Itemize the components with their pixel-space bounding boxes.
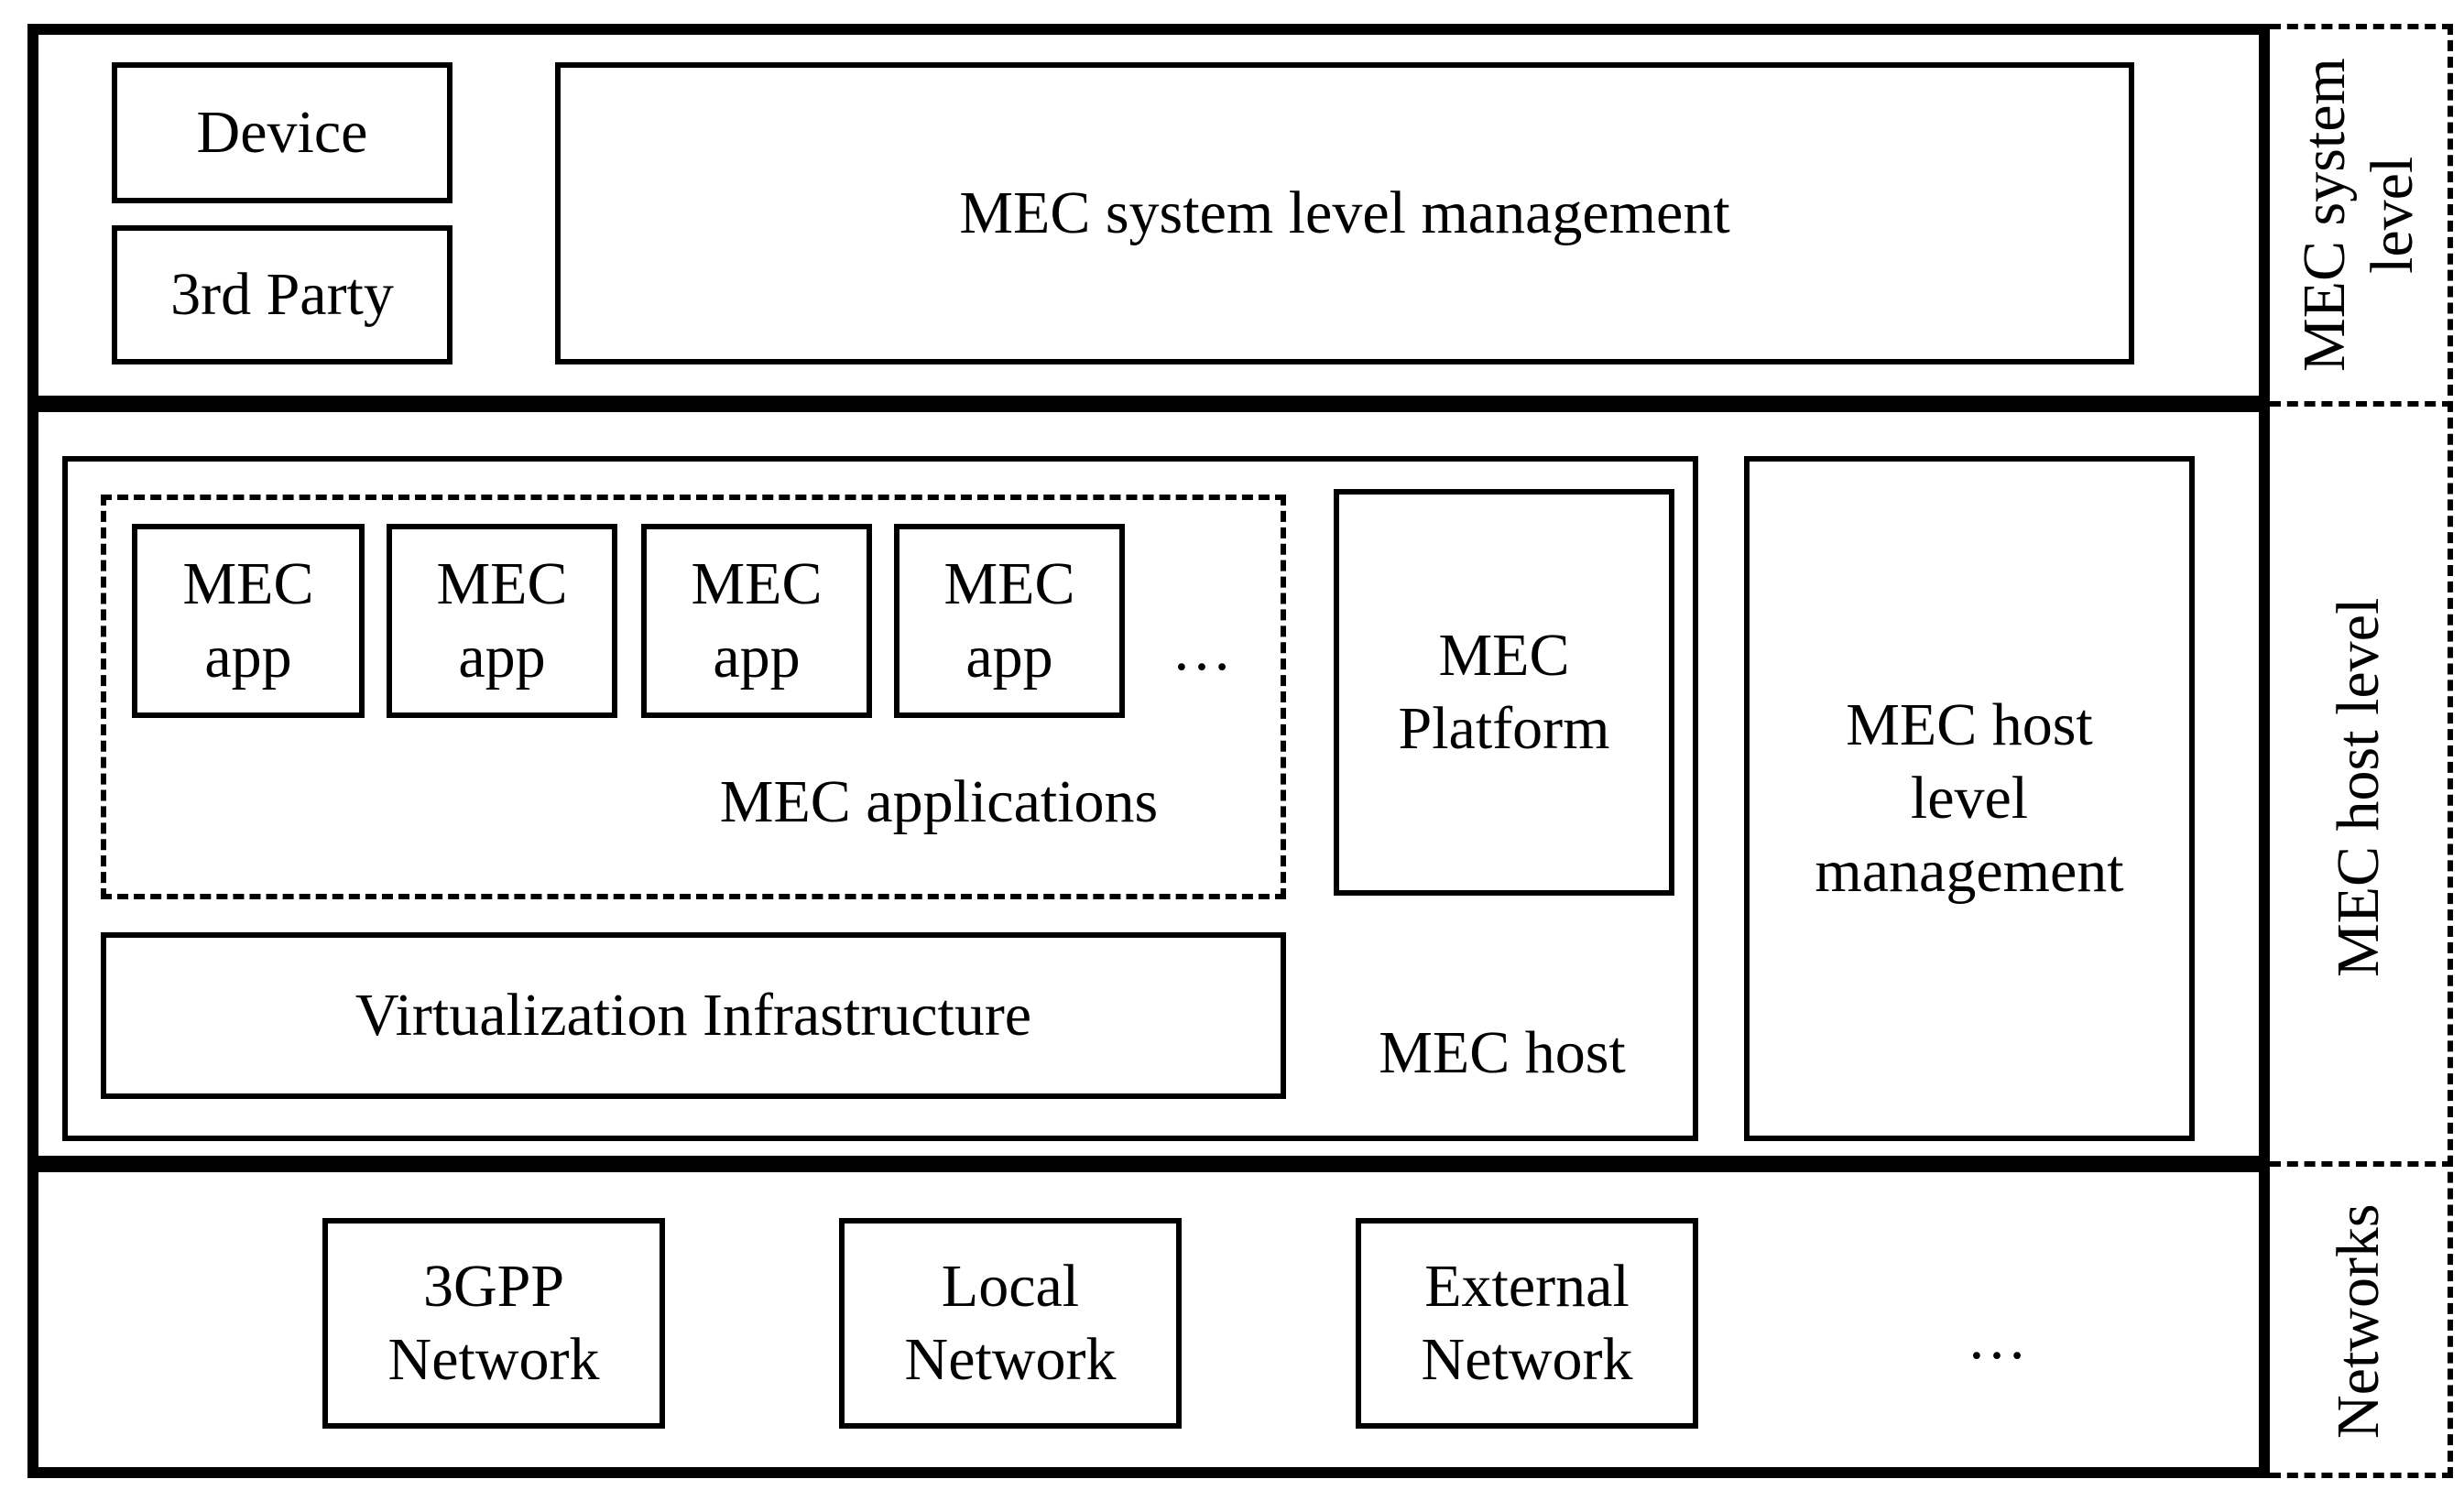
mec-app-box: MEC app xyxy=(641,524,872,718)
host-level-management-box: MEC host level management xyxy=(1744,456,2195,1141)
mec-applications-group xyxy=(101,495,1286,899)
level-separator xyxy=(2270,1473,2453,1478)
mec-platform-box: MEC Platform xyxy=(1334,489,1674,896)
apps-ellipsis: … xyxy=(1172,616,1232,683)
networks-side-label: Networks xyxy=(2325,1203,2392,1440)
system-level-side-label: MEC system level xyxy=(2291,58,2426,373)
networks-ellipsis: … xyxy=(1967,1305,2027,1372)
mec-app-box: MEC app xyxy=(387,524,617,718)
mec-applications-label: MEC applications xyxy=(719,768,1159,835)
network-local-box: Local Network xyxy=(839,1218,1182,1429)
network-external-box: External Network xyxy=(1356,1218,1698,1429)
host-level-side-label: MEC host level xyxy=(2325,597,2392,978)
mec-app-box: MEC app xyxy=(894,524,1125,718)
mec-host-label: MEC host xyxy=(1379,1019,1626,1086)
device-box: Device xyxy=(112,62,452,203)
level-separator xyxy=(2270,24,2453,29)
network-3gpp-box: 3GPP Network xyxy=(322,1218,665,1429)
level-separator xyxy=(2270,1161,2453,1167)
system-level-management-box: MEC system level management xyxy=(555,62,2134,364)
mec-app-box: MEC app xyxy=(132,524,365,718)
virtualization-infrastructure-box: Virtualization Infrastructure xyxy=(101,932,1286,1099)
level-separator xyxy=(2448,24,2453,1478)
networks-band xyxy=(27,1161,2270,1478)
third-party-box: 3rd Party xyxy=(112,225,452,364)
level-separator xyxy=(2270,401,2453,407)
